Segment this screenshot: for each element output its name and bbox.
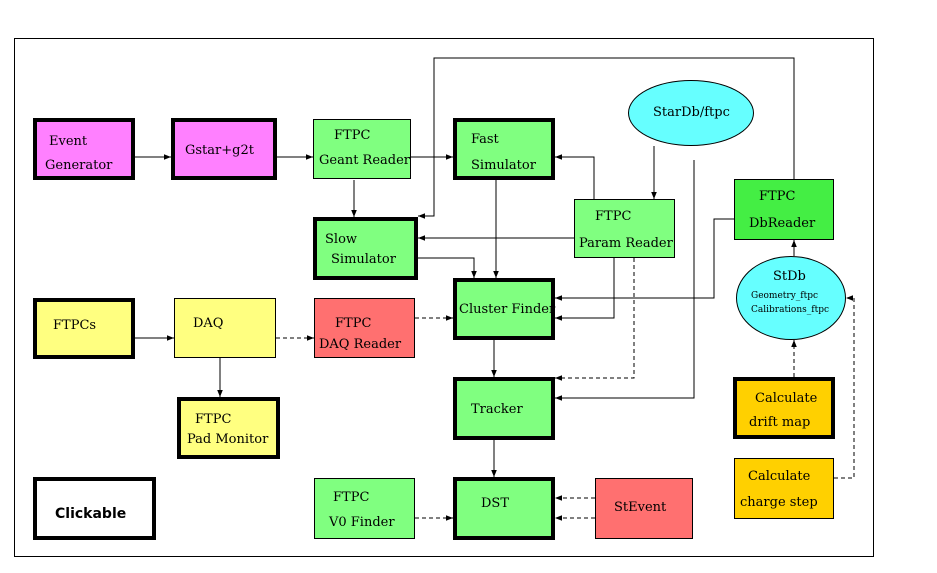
fast-simulator-node[interactable]: Fast Simulator — [453, 118, 555, 180]
node-line1: Clickable — [55, 506, 127, 522]
calculate-charge-step-node[interactable]: Calculate charge step — [734, 458, 834, 519]
node-line1: FTPC — [759, 189, 796, 204]
calculate-drift-map-node[interactable]: Calculate drift map — [733, 377, 835, 439]
node-line1: Tracker — [471, 402, 523, 417]
node-line1: FTPC — [195, 412, 232, 427]
node-line1: Calculate — [755, 391, 818, 406]
ftpc-pad-monitor-node[interactable]: FTPC Pad Monitor — [177, 397, 280, 459]
daq-node[interactable]: DAQ — [174, 298, 276, 358]
node-line2: Simulator — [471, 158, 536, 173]
node-line2: Generator — [45, 158, 113, 173]
node-line1: DST — [481, 496, 509, 511]
ftpc-param-reader-node[interactable]: FTPC Param Reader — [574, 199, 675, 258]
node-line1: DAQ — [193, 316, 224, 331]
node-line1: Fast — [471, 132, 499, 147]
node-line2: V0 Finder — [329, 515, 395, 530]
node-line2: Param Reader — [579, 236, 673, 251]
ftpc-daq-reader-node[interactable]: FTPC DAQ Reader — [314, 298, 415, 358]
dst-node[interactable]: DST — [453, 477, 555, 540]
stdb-calibrations-label: Calibrations_ftpc — [751, 305, 830, 315]
node-line1: Event — [49, 134, 88, 149]
slow-simulator-node[interactable]: Slow Simulator — [313, 217, 418, 280]
node-line1: Cluster Finder — [459, 302, 556, 317]
node-line1: StEvent — [614, 500, 667, 515]
node-line2: drift map — [749, 415, 811, 430]
node-line1: Gstar+g2t — [185, 143, 254, 158]
stevent-node[interactable]: StEvent — [595, 478, 693, 539]
clickable-legend-node[interactable]: Clickable — [33, 477, 156, 540]
stardb-label: StarDb/ftpc — [653, 105, 730, 120]
ftpcs-node[interactable]: FTPCs — [33, 298, 135, 359]
node-line1: FTPC — [595, 209, 632, 224]
arrow-dbreader-cluster — [555, 218, 734, 301]
node-line1: FTPCs — [53, 318, 97, 333]
node-line2: DAQ Reader — [319, 337, 402, 352]
arrow-dbreader-slow — [418, 57, 795, 219]
node-line1: FTPC — [333, 490, 370, 505]
ftpc-geant-reader-node[interactable]: FTPC Geant Reader — [313, 119, 411, 179]
diagram-frame — [14, 38, 874, 557]
node-line1: FTPC — [335, 316, 372, 331]
arrow-slow-cluster — [418, 257, 477, 278]
arrow-stardb-tracker — [555, 160, 695, 401]
ftpc-v0-finder-node[interactable]: FTPC V0 Finder — [314, 478, 415, 539]
event-generator-node[interactable]: Event Generator — [33, 118, 135, 180]
arrow-param-fast — [555, 154, 595, 199]
cluster-finder-node[interactable]: Cluster Finder — [453, 278, 555, 340]
stdb-database[interactable]: StDb Geometry_ftpc Calibrations_ftpc — [736, 256, 846, 340]
node-line2: Pad Monitor — [187, 432, 269, 447]
node-line2: Simulator — [331, 252, 396, 267]
node-line2: DbReader — [749, 216, 816, 231]
tracker-node[interactable]: Tracker — [453, 377, 555, 440]
arrow-param-tracker — [555, 258, 635, 381]
stdb-title: StDb — [773, 269, 806, 284]
node-line1: Slow — [325, 232, 358, 247]
node-line2: charge step — [740, 495, 818, 510]
stardb-ftpc-database[interactable]: StarDb/ftpc — [628, 80, 754, 146]
arrow-param-cluster — [555, 258, 615, 321]
ftpc-dbreader-node[interactable]: FTPC DbReader — [734, 179, 834, 240]
node-line2: Geant Reader — [319, 153, 411, 168]
node-line1: Calculate — [748, 469, 811, 484]
arrow-charge-stdb — [834, 295, 855, 479]
gstar-g2t-node[interactable]: Gstar+g2t — [171, 118, 277, 180]
stdb-geometry-label: Geometry_ftpc — [751, 291, 819, 301]
node-line1: FTPC — [334, 128, 371, 143]
